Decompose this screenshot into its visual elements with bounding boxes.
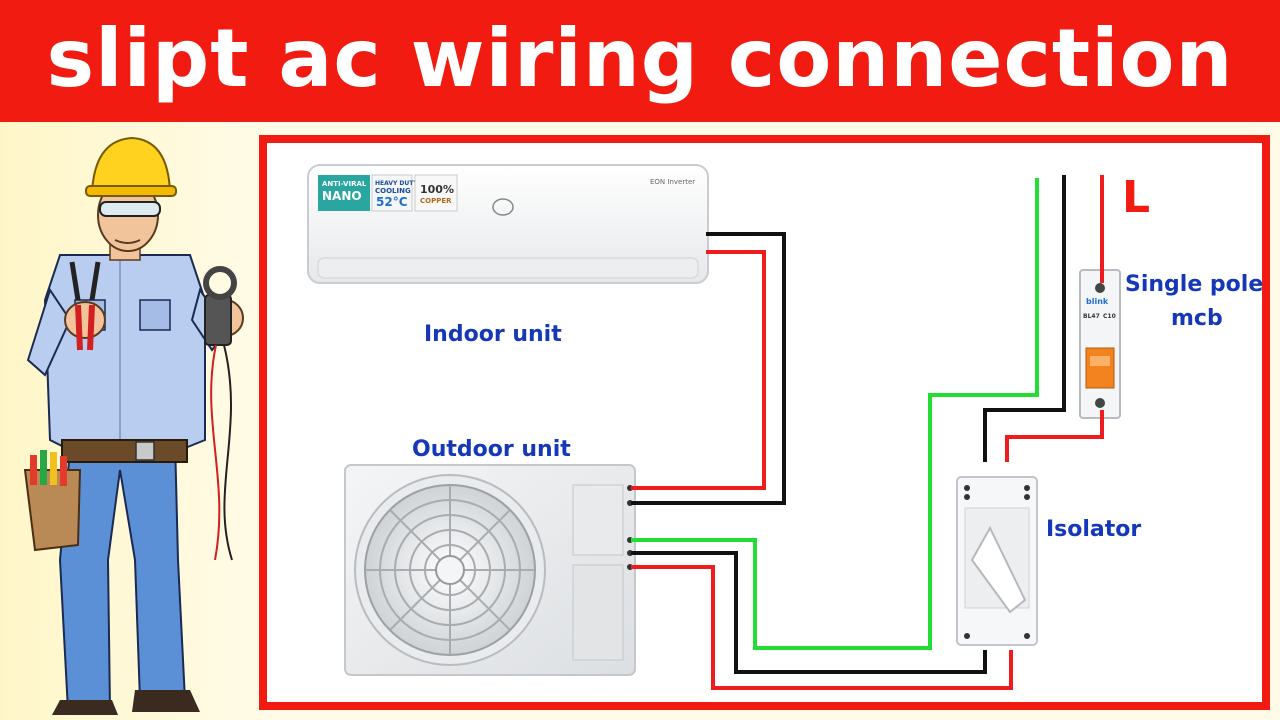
svg-text:EON Inverter: EON Inverter (650, 178, 695, 186)
svg-text:COPPER: COPPER (420, 197, 452, 205)
isolator-switch (956, 476, 1038, 646)
svg-text:52°C: 52°C (376, 195, 408, 209)
svg-text:100%: 100% (420, 183, 454, 196)
electrician-figure (23, 136, 244, 715)
svg-text:BL47: BL47 (1083, 313, 1100, 320)
mcb-breaker: blink BL47 C10 (1079, 269, 1121, 419)
wires (631, 175, 1104, 690)
title-banner (0, 0, 1280, 122)
svg-text:NANO: NANO (322, 189, 362, 203)
svg-text:ANTI-VIRAL: ANTI-VIRAL (322, 180, 367, 188)
svg-text:COOLING: COOLING (375, 187, 411, 195)
indoor-unit-label: Indoor unit (424, 322, 562, 347)
wire-black-neutral-load (631, 551, 987, 674)
outdoor-unit (344, 464, 636, 676)
indoor-unit: ANTI-VIRAL NANO HEAVY DUTY COOLING 52°C … (307, 164, 709, 284)
isolator-label: Isolator (1046, 517, 1142, 542)
outdoor-unit-label: Outdoor unit (412, 437, 571, 462)
svg-text:HEAVY DUTY: HEAVY DUTY (375, 180, 418, 187)
wire-red-indoor-outdoor (631, 250, 766, 490)
svg-text:C10: C10 (1103, 313, 1116, 320)
wire-green-earth (631, 178, 1039, 650)
wire-black-neutral-supply (983, 175, 1066, 462)
line-label: L (1122, 172, 1151, 223)
mcb-label-line2: mcb (1171, 306, 1223, 331)
svg-text:blink: blink (1086, 297, 1109, 306)
wire-red-live-load (631, 565, 1013, 690)
wire-black-indoor-outdoor (631, 232, 786, 505)
page-title: slipt ac wiring connection (46, 12, 1234, 105)
wire-red-isolator-mcb (1005, 410, 1104, 462)
mcb-label-line1: Single pole (1125, 272, 1264, 297)
